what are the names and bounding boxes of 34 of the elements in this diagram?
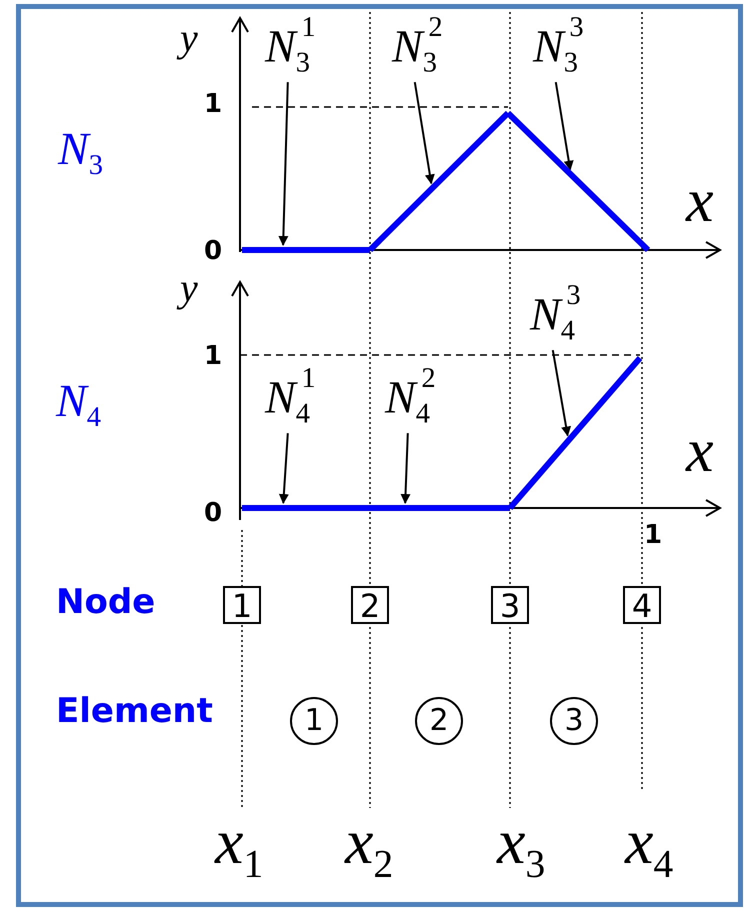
- tick-label: 0: [204, 500, 222, 526]
- axis-label: x: [686, 420, 714, 482]
- node-number-box: 3: [491, 586, 529, 624]
- leader-arrow: [278, 433, 289, 504]
- element-number-circle: 2: [415, 697, 463, 745]
- function-segment: [508, 356, 642, 510]
- row-heading: Node: [56, 585, 156, 619]
- coordinate-label: x$_{1}$: [215, 810, 264, 885]
- coordinate-label: x$_{2}$: [345, 810, 394, 885]
- leader-arrow: [278, 82, 289, 246]
- coordinate-label: x$_{3}$: [497, 810, 546, 885]
- function-segment: [368, 110, 510, 252]
- function-segment: [506, 110, 650, 252]
- function-segment: [242, 247, 370, 253]
- leader-arrow: [554, 82, 574, 171]
- axis-label: x: [686, 170, 714, 232]
- leader-arrow: [552, 350, 572, 437]
- tick-label: 0: [204, 238, 222, 264]
- function-name: N$_{3}$: [58, 126, 103, 180]
- function-name: N$_{4}$: [56, 378, 101, 432]
- leader-arrow: [414, 82, 435, 184]
- tick-label: 1: [204, 91, 222, 117]
- function-segment: [370, 505, 510, 511]
- tick-label: 1: [644, 522, 662, 548]
- coordinate-label: x$_{4}$: [625, 810, 674, 885]
- leader-arrow: [400, 433, 411, 504]
- row-heading: Element: [56, 694, 213, 728]
- node-number-box: 4: [623, 586, 661, 624]
- element-number-circle: 1: [290, 697, 338, 745]
- tick-label: 1: [204, 343, 222, 369]
- node-number-box: 2: [351, 586, 389, 624]
- function-segment: [242, 505, 370, 511]
- element-number-circle: 3: [550, 697, 598, 745]
- node-number-box: 1: [223, 586, 261, 624]
